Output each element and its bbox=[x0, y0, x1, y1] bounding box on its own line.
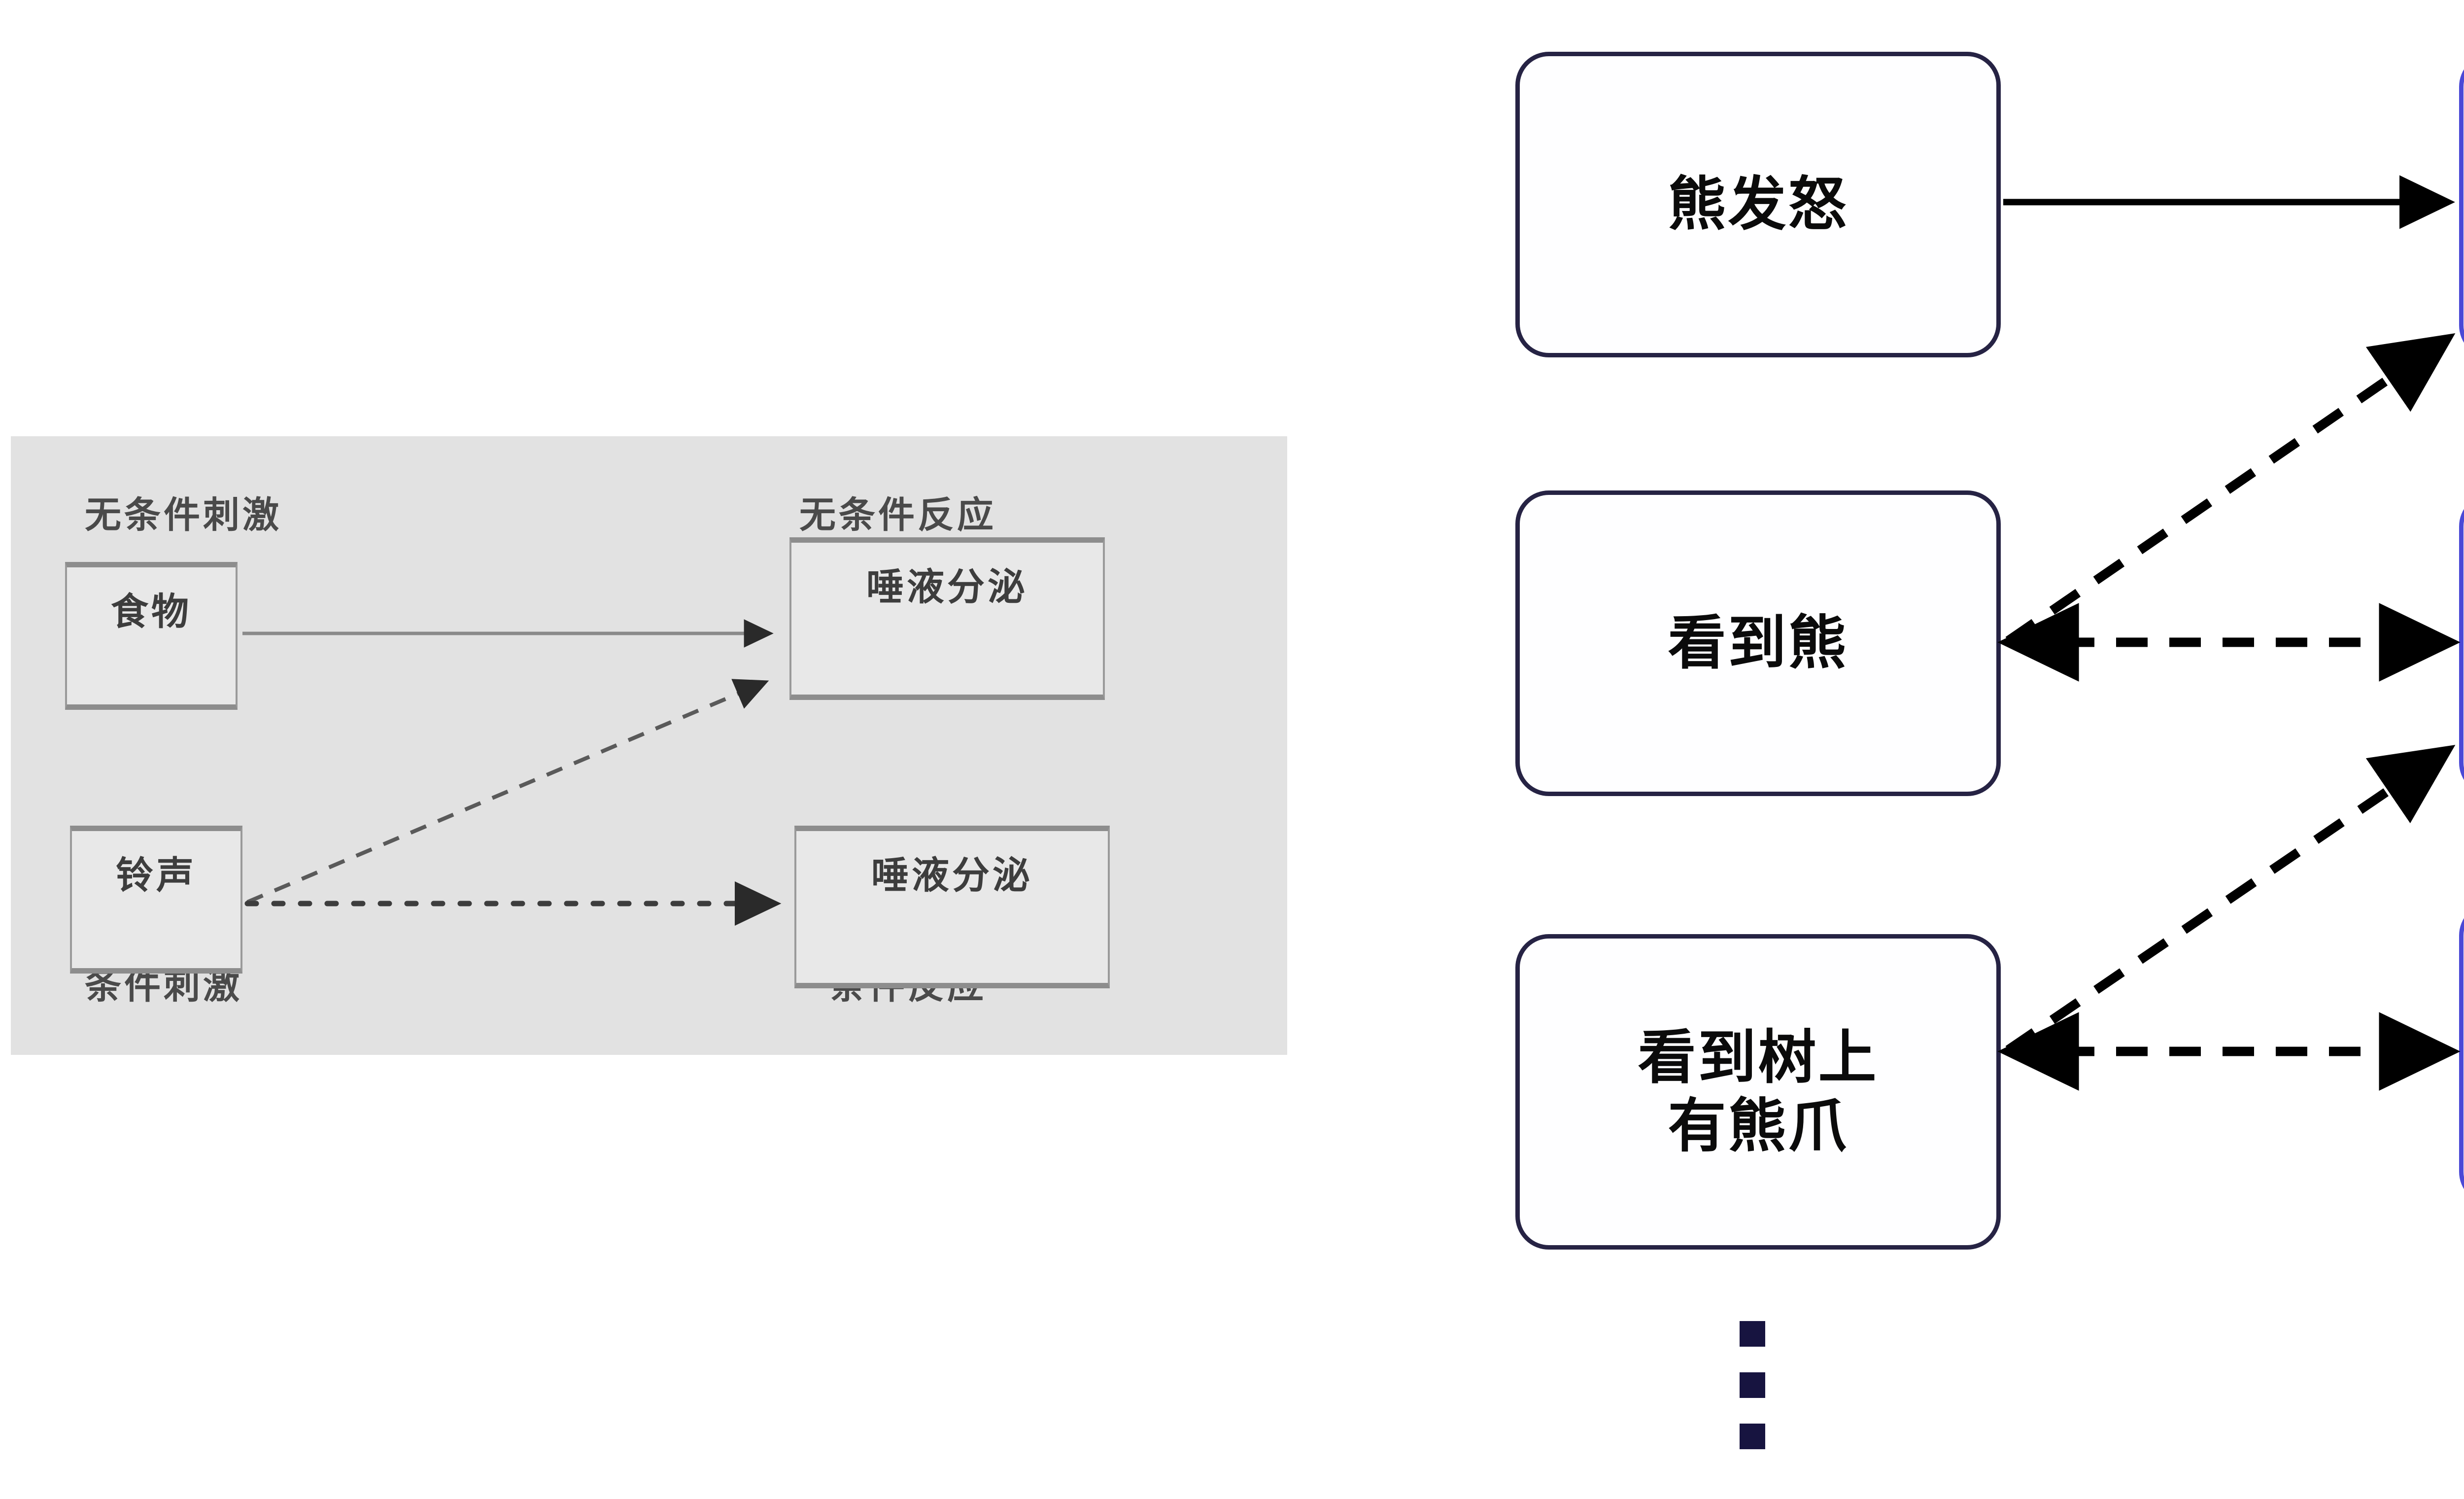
rl-box-see-claw-label: 看到树上 有熊爪 bbox=[1638, 1023, 1878, 1160]
state-column-ellipsis bbox=[1740, 1321, 1765, 1449]
cc-box-food-label: 食物 bbox=[111, 591, 192, 633]
cc-box-salivation-top-label: 唾液分泌 bbox=[866, 566, 1028, 608]
cc-box-bell: 铃声 bbox=[70, 826, 242, 974]
ellipsis-dot bbox=[1740, 1424, 1765, 1449]
rl-box-v-s: V(s) bbox=[2459, 902, 2464, 1205]
label-unconditioned-stimulus: 无条件刺激 bbox=[85, 494, 282, 535]
label-unconditioned-response: 无条件反应 bbox=[799, 494, 996, 535]
cc-arrow-layer bbox=[242, 619, 782, 926]
rl-edge-see-claw-to-vsprime bbox=[2005, 745, 2456, 1054]
rl-box-reward: 奖励 bbox=[2459, 53, 2464, 359]
cc-box-salivation-top: 唾液分泌 bbox=[789, 537, 1105, 700]
rl-box-see-bear-label: 看到熊 bbox=[1668, 609, 1848, 677]
classical-conditioning-panel: 无条件刺激 无条件反应 条件刺激 条件反应 食物 铃声 唾液分泌 唾液分泌 bbox=[11, 436, 1287, 1055]
rl-edge-see-bear-to-reward bbox=[2005, 333, 2456, 645]
cc-box-salivation-bottom-label: 唾液分泌 bbox=[871, 855, 1033, 897]
cc-edge-bell-to-salivation-top bbox=[246, 679, 769, 904]
rl-box-see-claw: 看到树上 有熊爪 bbox=[1515, 934, 2001, 1250]
cc-box-food: 食物 bbox=[65, 562, 238, 710]
rl-box-bear-angry-label: 熊发怒 bbox=[1668, 170, 1848, 239]
rl-box-see-claw-line2: 有熊爪 bbox=[1668, 1092, 1848, 1160]
ellipsis-dot bbox=[1740, 1372, 1765, 1398]
ellipsis-dot bbox=[1740, 1321, 1765, 1347]
cc-box-salivation-bottom: 唾液分泌 bbox=[794, 826, 1110, 988]
rl-box-see-bear: 看到熊 bbox=[1515, 490, 2001, 796]
cc-box-bell-label: 铃声 bbox=[116, 855, 197, 897]
rl-box-see-claw-line1: 看到树上 bbox=[1638, 1023, 1879, 1091]
rl-box-bear-angry: 熊发怒 bbox=[1515, 52, 2001, 357]
rl-box-v-s-prime: V(s′) bbox=[2459, 493, 2464, 796]
